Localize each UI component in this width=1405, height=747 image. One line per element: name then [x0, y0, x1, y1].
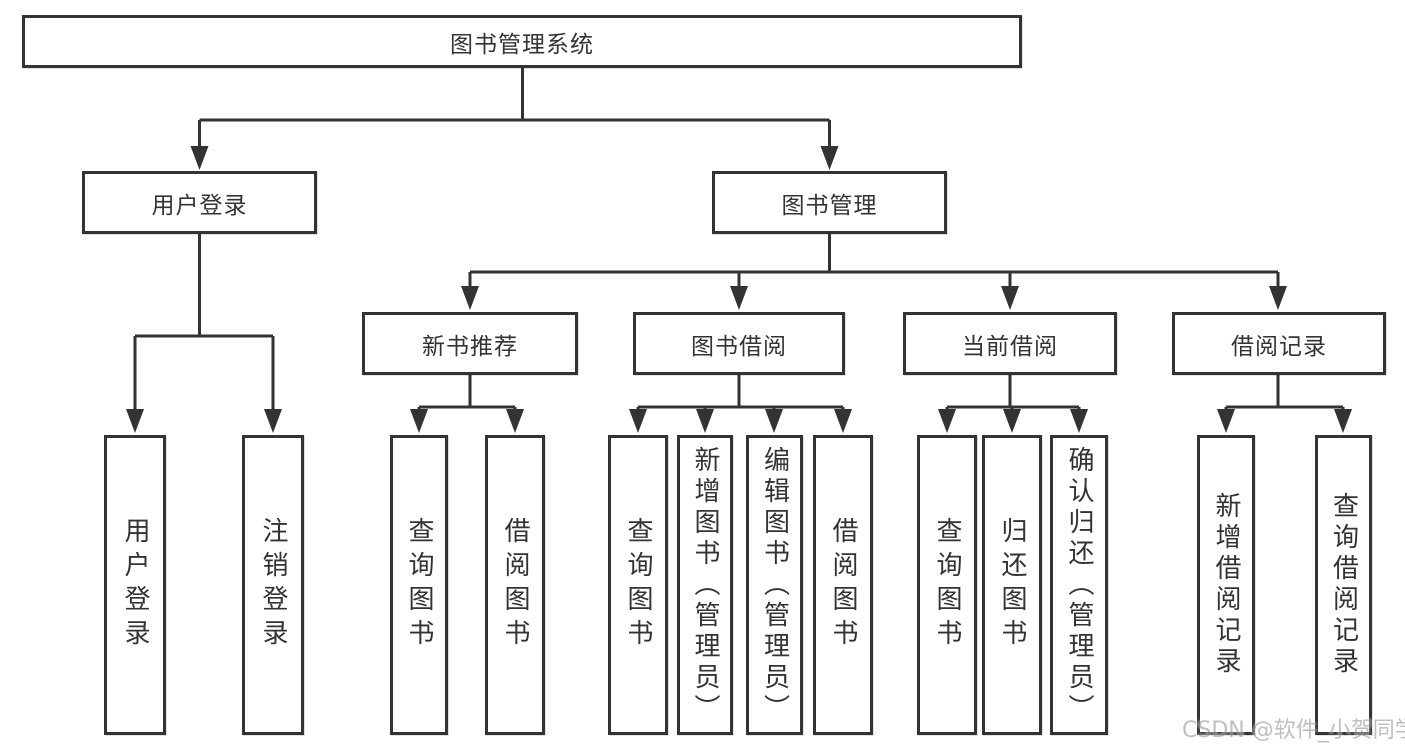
leaf-borrow-edit-books-admin: 编辑图书（管理员）: [746, 435, 803, 735]
node-new-book-recommend: 新书推荐: [362, 312, 578, 375]
leaf-current-return-books: 归还图书: [982, 435, 1042, 735]
node-root-system: 图书管理系统: [22, 15, 1022, 68]
leaf-current-confirm-return-admin: 确认归还（管理员）: [1050, 435, 1108, 735]
leaf-records-query-record: 查询借阅记录: [1315, 435, 1372, 735]
node-current-borrow: 当前借阅: [903, 312, 1117, 375]
leaf-borrow-add-books-admin: 新增图书（管理员）: [677, 435, 733, 735]
node-book-borrow: 图书借阅: [633, 312, 845, 375]
node-book-management: 图书管理: [712, 171, 947, 234]
leaf-newbook-borrow-books: 借阅图书: [485, 435, 545, 735]
arrowheads: [126, 146, 1352, 433]
leaf-records-add-record: 新增借阅记录: [1197, 435, 1255, 735]
leaf-borrow-query-books: 查询图书: [608, 435, 668, 735]
leaf-current-query-books: 查询图书: [917, 435, 977, 735]
leaf-borrow-borrow-books: 借阅图书: [813, 435, 873, 735]
leaf-logout: 注销登录: [242, 435, 304, 735]
csdn-watermark: CSDN @软件_小贺同学: [1182, 718, 1405, 743]
leaf-newbook-query-books: 查询图书: [390, 435, 448, 735]
node-user-login: 用户登录: [82, 171, 317, 234]
node-borrow-records: 借阅记录: [1172, 312, 1386, 375]
leaf-user-login: 用户登录: [104, 435, 166, 735]
